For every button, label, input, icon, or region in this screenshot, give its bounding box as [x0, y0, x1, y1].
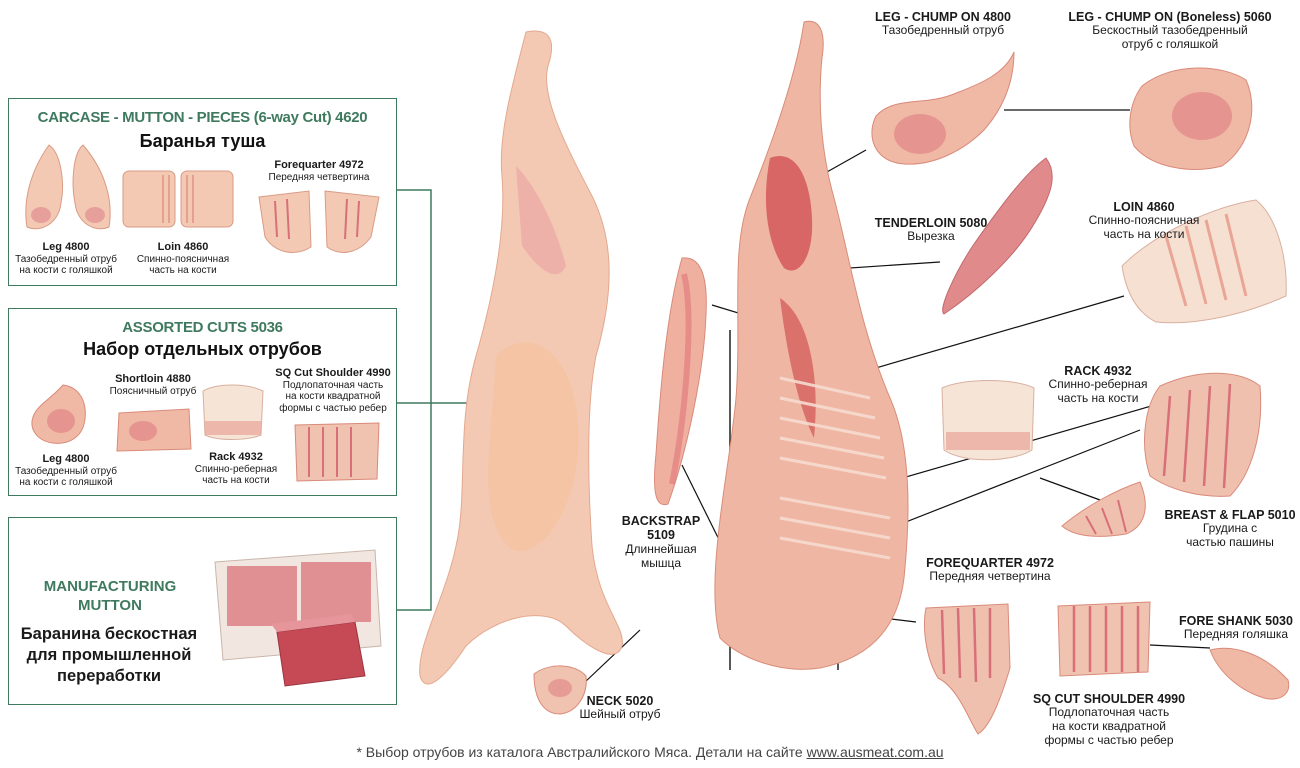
- assorted-shortloin-image: [116, 408, 192, 452]
- rack-image: [941, 380, 1035, 461]
- assorted-sq-shoulder-image: [294, 422, 380, 482]
- carcase-loin-image: [122, 170, 234, 228]
- carcase-leg-image: [25, 144, 111, 230]
- loin-label: LOIN 4860 Спинно-поясничная часть на кос…: [1088, 200, 1200, 242]
- manufacturing-mutton-image: [214, 549, 382, 687]
- panel-assorted: ASSORTED CUTS 5036 Набор отдельных отруб…: [8, 308, 397, 496]
- panel-manufacturing: MANUFACTURING MUTTON Баранина бескостная…: [8, 517, 397, 705]
- backstrap-image: [654, 257, 707, 506]
- sq-shoulder-label: SQ CUT SHOULDER 4990 Подлопаточная часть…: [1032, 692, 1186, 747]
- leg-chump-label: LEG - CHUMP ON 4800 Тазобедренный отруб: [875, 10, 1011, 38]
- backstrap-label: BACKSTRAP 5109 Длиннейшая мышца: [621, 514, 701, 570]
- tenderloin-image: [942, 157, 1053, 315]
- assorted-sq-shoulder-label: SQ Cut Shoulder 4990 Подлопаточная часть…: [275, 367, 391, 414]
- manufacturing-title-en: MANUFACTURING MUTTON: [43, 578, 177, 614]
- assorted-rack-label: Rack 4932 Спинно-реберная часть на кости: [194, 451, 278, 487]
- rack-label: RACK 4932 Спинно-реберная часть на кости: [1048, 364, 1148, 406]
- leg-chump-boneless-image: [1129, 67, 1253, 170]
- forequarter-image: [924, 603, 1011, 735]
- tenderloin-label: TENDERLOIN 5080 Вырезка: [874, 216, 988, 244]
- leg-chump-image: [871, 51, 1015, 165]
- mutton-carcass-image: [419, 30, 623, 685]
- flap-image: [1061, 481, 1146, 537]
- leg-chump-boneless-label: LEG - CHUMP ON (Boneless) 5060 Бескостны…: [1068, 10, 1272, 52]
- sq-shoulder-image: [1057, 601, 1151, 677]
- assorted-shortloin-label: Shortloin 4880 Поясничный отруб: [109, 373, 197, 397]
- assorted-rack-image: [202, 384, 264, 440]
- breast-image: [1144, 372, 1262, 497]
- carcase-leg-label: Leg 4800 Тазобедренный отруб на кости с …: [15, 241, 117, 277]
- cut-carcass-image: [714, 20, 909, 670]
- loin-image: [1121, 199, 1287, 324]
- carcase-forequarter-label: Forequarter 4972 Передняя четвертина: [268, 159, 370, 183]
- assorted-title-en: ASSORTED CUTS 5036: [122, 319, 283, 336]
- forequarter-label: FOREQUARTER 4972 Передняя четвертина: [926, 556, 1054, 584]
- ausmeat-link[interactable]: www.ausmeat.com.au: [806, 744, 944, 760]
- assorted-leg-label: Leg 4800 Тазобедренный отруб на кости с …: [15, 453, 117, 489]
- carcase-title-en: CARCASE - MUTTON - PIECES (6-way Cut) 46…: [37, 109, 368, 126]
- carcase-title-ru: Баранья туша: [139, 131, 266, 151]
- neck-image: [533, 665, 587, 715]
- neck-label: NECK 5020 Шейный отруб: [579, 694, 661, 722]
- carcase-forequarter-image: [258, 190, 380, 253]
- breast-flap-label: BREAST & FLAP 5010 Грудина с частью паши…: [1164, 508, 1296, 550]
- carcase-loin-label: Loin 4860 Спинно-поясничная часть на кос…: [136, 241, 230, 277]
- fore-shank-image: [1209, 647, 1290, 700]
- manufacturing-title-ru: Баранина бескостная для промышленной пер…: [20, 625, 198, 685]
- footer-note: * Выбор отрубов из каталога Австралийско…: [0, 744, 1300, 760]
- assorted-leg-image: [31, 384, 86, 444]
- fore-shank-label: FORE SHANK 5030 Передняя голяшка: [1179, 614, 1293, 642]
- footer-text: * Выбор отрубов из каталога Австралийско…: [356, 744, 807, 760]
- assorted-title-ru: Набор отдельных отрубов: [83, 339, 322, 359]
- panel-carcase: CARCASE - MUTTON - PIECES (6-way Cut) 46…: [8, 98, 397, 286]
